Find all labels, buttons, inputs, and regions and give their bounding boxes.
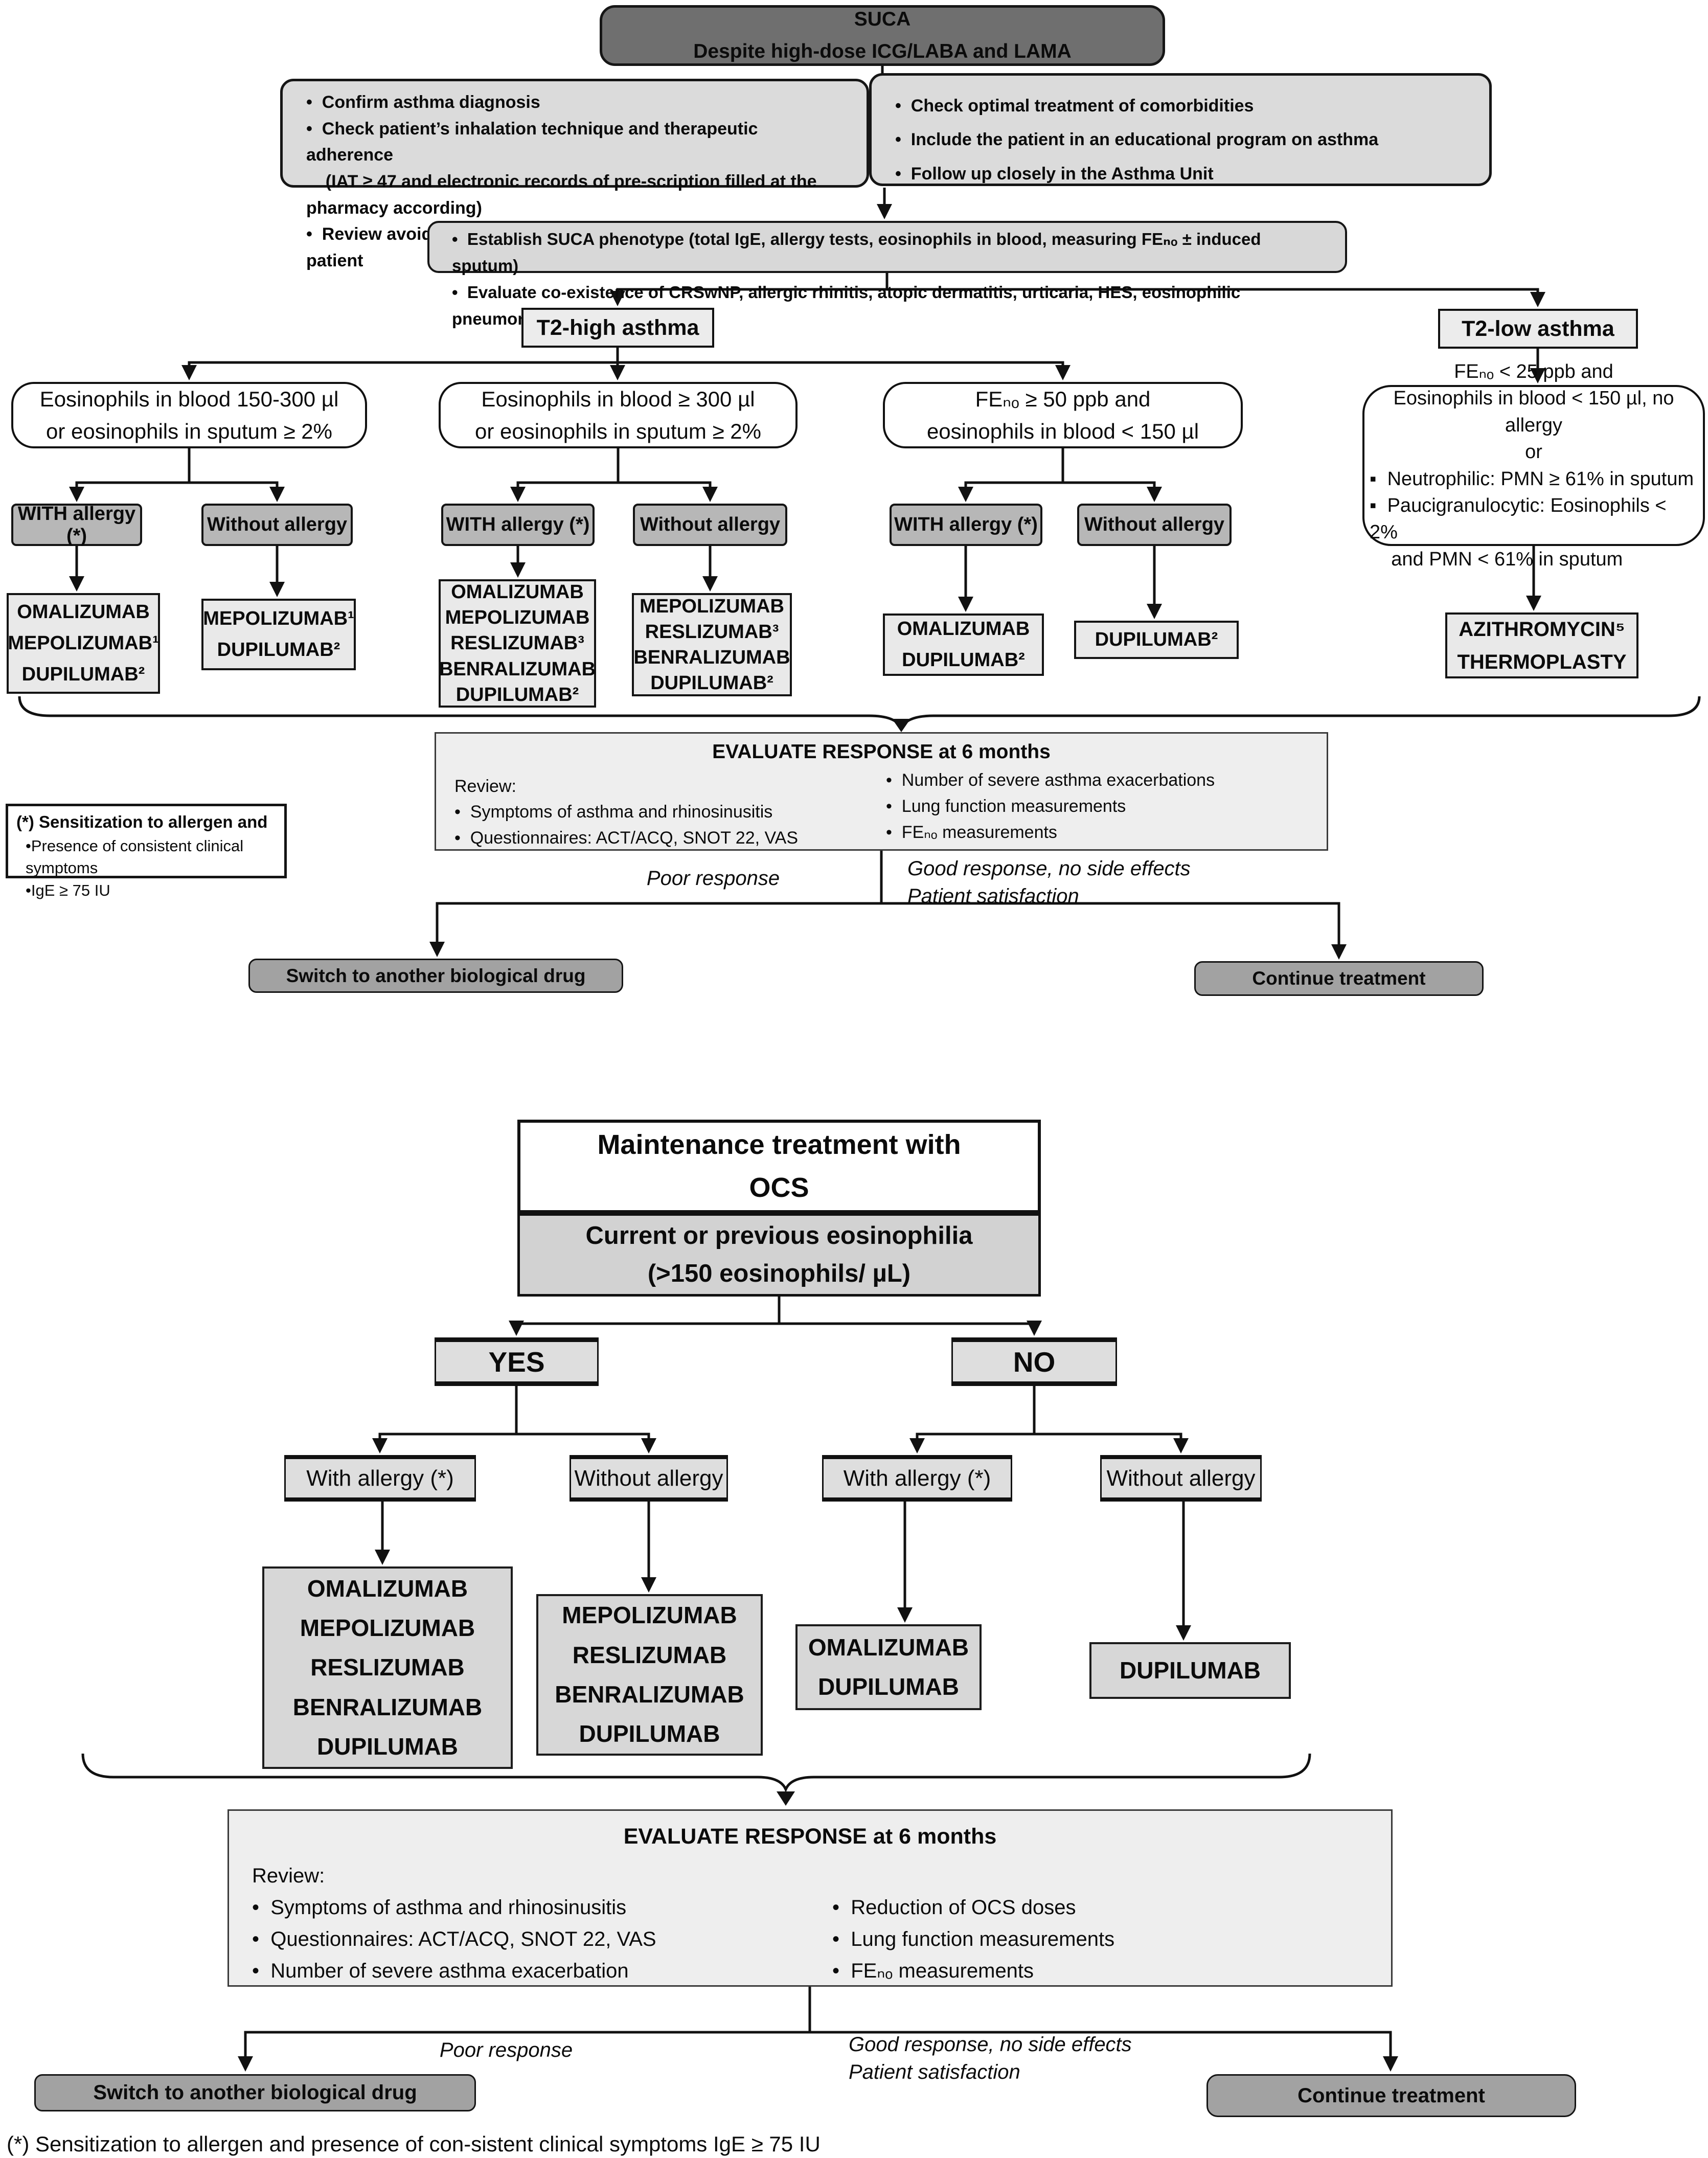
- node-no-with-allergy: With allergy (*): [822, 1455, 1012, 1502]
- evaluate-top-right-items: • Number of severe asthma exacerbations …: [886, 770, 1215, 842]
- node-drugs-yes-allergy: OMALIZUMAB MEPOLIZUMAB RESLIZUMAB BENRAL…: [262, 1566, 513, 1769]
- node-t2-low: T2-low asthma: [1438, 309, 1638, 349]
- node-maintenance-ocs: Maintenance treatment with OCS: [517, 1120, 1041, 1213]
- evaluate-top-title: EVALUATE RESPONSE at 6 months: [712, 741, 1051, 763]
- note-items: •Presence of consistent clinical symptom…: [26, 837, 244, 899]
- node-drugs-col4: MEPOLIZUMAB RESLIZUMAB³ BENRALIZUMAB DUP…: [632, 593, 792, 696]
- node-feno-50: FEₙₒ ≥ 50 ppb and eosinophils in blood <…: [883, 382, 1243, 448]
- node-drugs-yes-noallergy: MEPOLIZUMAB RESLIZUMAB BENRALIZUMAB DUPI…: [536, 1594, 763, 1756]
- node-with-allergy-1: WITH allergy (*): [11, 503, 142, 547]
- node-t2low-criteria: FEₙₒ < 25 ppb and Eosinophils in blood <…: [1362, 361, 1705, 570]
- node-without-allergy-2: Without allergy: [633, 504, 787, 546]
- node-drugs-col1: OMALIZUMAB MEPOLIZUMAB¹ DUPILUMAB²: [7, 593, 160, 694]
- evaluate-bottom-left-items: • Symptoms of asthma and rhinosinusitis …: [252, 1896, 656, 1982]
- label-poor-response-bottom: Poor response: [439, 2039, 573, 2061]
- node-with-allergy-3: WITH allergy (*): [890, 504, 1042, 546]
- node-t2low-treatment: AZITHROMYCIN⁵ THERMOPLASTY: [1445, 612, 1638, 678]
- node-t2-high: T2-high asthma: [521, 308, 714, 348]
- note-title: (*) Sensitization to allergen and: [16, 812, 268, 831]
- node-continue-treatment-top: Continue treatment: [1194, 961, 1484, 996]
- node-switch-drug-bottom: Switch to another biological drug: [34, 2074, 476, 2111]
- node-evaluate-response-top: EVALUATE RESPONSE at 6 months Review: • …: [435, 732, 1328, 851]
- node-suca-title: SUCA Despite high-dose ICG/LABA and LAMA: [600, 5, 1165, 66]
- node-yes: YES: [435, 1337, 599, 1386]
- node-eos-300: Eosinophils in blood ≥ 300 µl or eosinop…: [439, 382, 798, 448]
- node-drugs-no-noallergy: DUPILUMAB: [1089, 1642, 1291, 1699]
- node-switch-drug-top: Switch to another biological drug: [248, 959, 623, 993]
- node-without-allergy-3: Without allergy: [1077, 504, 1232, 546]
- footnote: (*) Sensitization to allergen and presen…: [7, 2132, 821, 2156]
- node-no-without-allergy: Without allergy: [1100, 1455, 1262, 1502]
- node-drugs-no-allergy: OMALIZUMAB DUPILUMAB: [795, 1624, 982, 1710]
- evaluate-top-review-label: Review:: [454, 777, 516, 796]
- node-establish-phenotype: • Establish SUCA phenotype (total IgE, a…: [427, 221, 1347, 328]
- node-with-allergy-2: WITH allergy (*): [441, 504, 595, 546]
- node-without-allergy-1: Without allergy: [201, 504, 353, 546]
- node-eos-150-300: Eosinophils in blood 150-300 µl or eosin…: [11, 382, 367, 448]
- node-checklist-right: • Check optimal treatment of comorbiditi…: [869, 73, 1492, 186]
- node-evaluate-response-bottom: EVALUATE RESPONSE at 6 months Review: • …: [227, 1809, 1393, 1987]
- evaluate-bottom-title: EVALUATE RESPONSE at 6 months: [623, 1824, 997, 1849]
- label-poor-response-top: Poor response: [646, 867, 780, 890]
- node-drugs-col3: OMALIZUMAB MEPOLIZUMAB RESLIZUMAB³ BENRA…: [439, 579, 596, 708]
- node-yes-with-allergy: With allergy (*): [284, 1455, 476, 1502]
- node-no: NO: [951, 1337, 1117, 1386]
- t2low-criteria-top: FEₙₒ < 25 ppb and Eosinophils in blood <…: [1393, 360, 1674, 463]
- node-drugs-col2: MEPOLIZUMAB¹ DUPILUMAB²: [201, 599, 356, 670]
- node-yes-without-allergy: Without allergy: [570, 1455, 728, 1502]
- label-good-response-bottom: Good response, no side effects Patient s…: [849, 2033, 1132, 2083]
- node-drugs-col6: DUPILUMAB²: [1074, 621, 1239, 659]
- node-continue-treatment-bottom: Continue treatment: [1206, 2074, 1576, 2117]
- t2low-criteria-bullets: ▪ Neutrophilic: PMN ≥ 61% in sputum ▪ Pa…: [1370, 468, 1694, 570]
- label-good-response-top: Good response, no side effects Patient s…: [907, 857, 1191, 907]
- node-sensitization-note: (*) Sensitization to allergen and •Prese…: [6, 804, 287, 899]
- evaluate-bottom-right-items: • Reduction of OCS doses • Lung function…: [832, 1896, 1115, 1982]
- evaluate-bottom-review-label: Review:: [252, 1865, 325, 1887]
- node-eosinophilia: Current or previous eosinophilia (>150 e…: [517, 1213, 1041, 1297]
- evaluate-top-left-items: • Symptoms of asthma and rhinosinusitis …: [454, 802, 799, 848]
- node-drugs-col5: OMALIZUMAB DUPILUMAB²: [883, 614, 1044, 676]
- node-checklist-left: • Confirm asthma diagnosis • Check patie…: [280, 79, 869, 270]
